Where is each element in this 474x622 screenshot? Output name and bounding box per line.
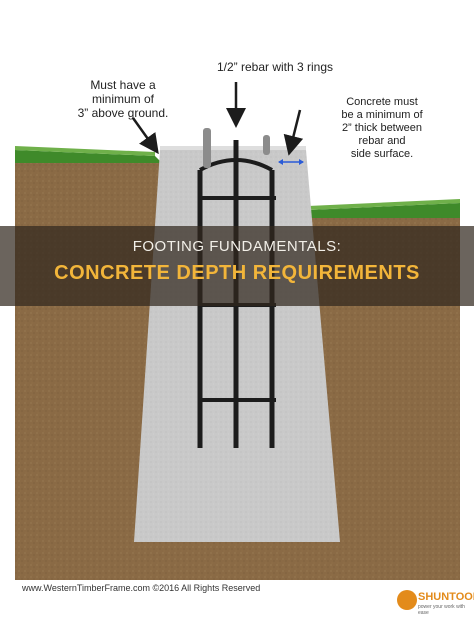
annotation-above-ground: Must have a minimum of 3” above ground. [77, 78, 169, 120]
grass-left [15, 150, 162, 163]
annotation-rebar: 1/2” rebar with 3 rings [216, 60, 334, 74]
arrow-above-ground [131, 117, 159, 155]
concrete-top [160, 146, 306, 150]
cover-dimension-head-left [278, 159, 283, 165]
grass-right-top [308, 199, 460, 210]
title-banner [0, 226, 474, 306]
grass-left-top [15, 146, 155, 156]
copyright-text: www.WesternTimberFrame.com ©2016 All Rig… [22, 583, 261, 593]
grass-right [308, 203, 460, 218]
banner-title: CONCRETE DEPTH REQUIREMENTS [54, 262, 420, 284]
arrow-concrete-cover [283, 109, 304, 156]
rebar-stub-right [263, 135, 270, 155]
brand-name: SHUNTOOL [418, 591, 474, 603]
banner-subtitle: FOOTING FUNDAMENTALS: [132, 238, 342, 255]
brand-logo-icon [397, 590, 417, 610]
cover-dimension-head-right [299, 159, 304, 165]
annotation-concrete-cover: Concrete must be a minimum of 2” thick b… [341, 96, 423, 160]
soil-bottom [15, 540, 460, 580]
rebar-stub-left [203, 128, 211, 168]
brand-tagline: power your work with ease [418, 604, 465, 616]
